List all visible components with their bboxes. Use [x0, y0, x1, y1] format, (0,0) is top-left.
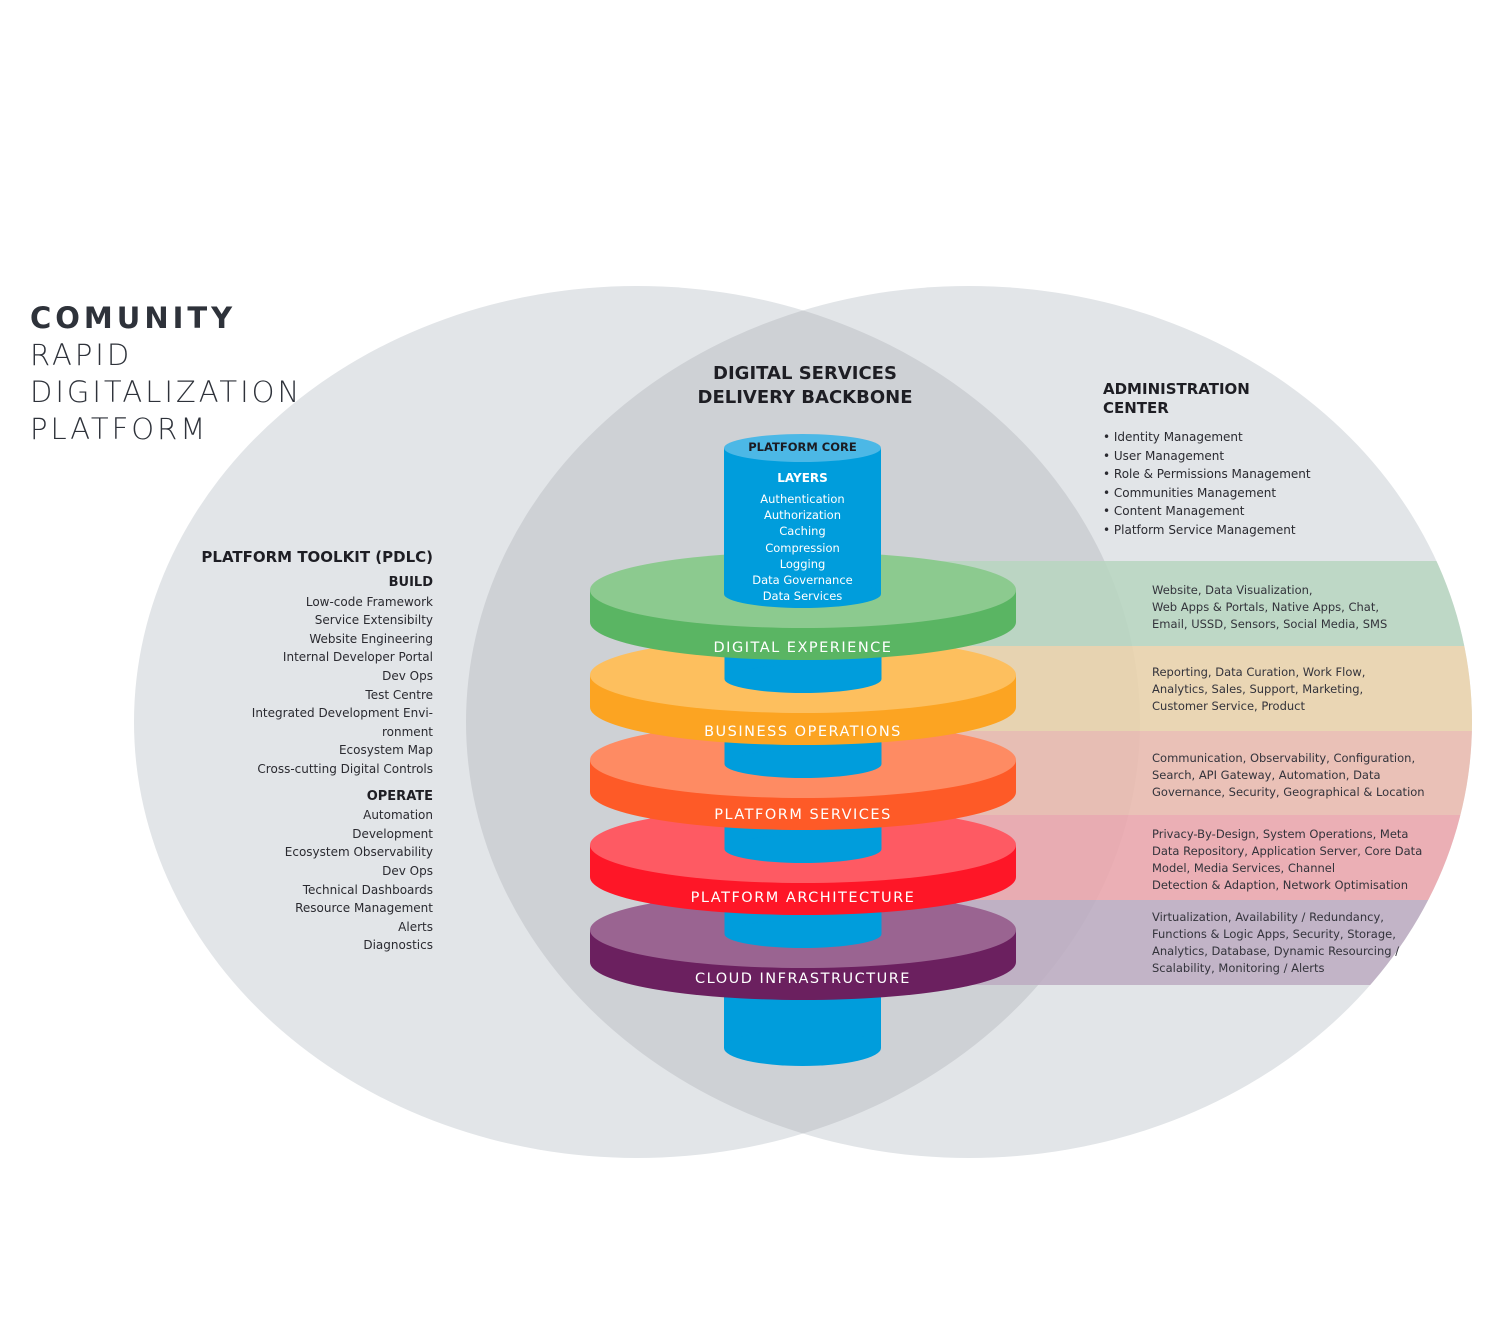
layer-detail-line: Model, Media Services, Channel — [1152, 861, 1336, 875]
band-platform-services — [940, 731, 1472, 815]
core-segment — [724, 920, 882, 948]
backbone-line-2: DELIVERY BACKBONE — [697, 387, 913, 408]
title-line-1: COMUNITY — [30, 301, 237, 335]
list-item: • Content Management — [1103, 504, 1245, 518]
platform-core-top — [724, 434, 881, 608]
list-item: ronment — [382, 724, 433, 739]
layer-detail-line: Governance, Security, Geographical & Loc… — [1152, 785, 1425, 799]
operate-heading: OPERATE — [366, 788, 433, 804]
list-item: Authentication — [760, 492, 845, 506]
layer-detail-line: Reporting, Data Curation, Work Flow, — [1152, 665, 1366, 679]
layer-label: DIGITAL EXPERIENCE — [713, 640, 893, 656]
list-item: Integrated Development Envi- — [251, 706, 433, 721]
band-digital-experience — [940, 561, 1472, 646]
layer-details: Privacy-By-Design, System Operations, Me… — [1152, 826, 1452, 894]
list-item: • Role & Permissions Management — [1103, 467, 1311, 481]
list-item: Ecosystem Map — [338, 743, 433, 758]
layer-disk-business-operations — [590, 635, 1016, 745]
title-line-2: RAPID — [30, 338, 133, 372]
layer-details: Website, Data Visualization, Web Apps & P… — [1152, 582, 1452, 633]
list-item: Caching — [779, 524, 826, 539]
admin-heading-line-1: ADMINISTRATION — [1103, 380, 1250, 398]
list-item: • Communities Management — [1103, 485, 1277, 500]
band-platform-architecture — [940, 815, 1472, 900]
layer-label: PLATFORM SERVICES — [714, 807, 892, 823]
layers-heading: LAYERS — [777, 471, 828, 485]
layer-detail-line: Email, USSD, Sensors, Social Media, SMS — [1152, 617, 1388, 631]
core-top-face — [724, 434, 881, 462]
list-item: Development — [352, 826, 433, 841]
list-item: Authorization — [763, 508, 842, 523]
layer-label: BUSINESS OPERATIONS — [704, 724, 902, 740]
layer-bands — [940, 561, 1472, 985]
layer-disk-digital-experience — [590, 552, 1016, 660]
build-heading: BUILD — [388, 575, 433, 590]
layer-detail-line: Data Repository, Application Server, Cor… — [1152, 844, 1423, 858]
admin-heading-line-2: CENTER — [1103, 399, 1169, 417]
core-segment — [724, 665, 882, 693]
list-item: Dev Ops — [382, 668, 433, 683]
list-item: Alerts — [398, 919, 433, 934]
administration-center: ADMINISTRATION CENTER • Identity Managem… — [1103, 380, 1363, 539]
layer-label: PLATFORM ARCHITECTURE — [690, 890, 916, 906]
platform-toolkit: PLATFORM TOOLKIT (PDLC) BUILD Low-code F… — [150, 548, 433, 955]
list-item: Ecosystem Observability — [284, 845, 433, 860]
layer-detail-line: Virtualization, Availability / Redundanc… — [1152, 910, 1384, 924]
admin-heading: ADMINISTRATION CENTER — [1103, 380, 1363, 418]
title-line-3: DIGITALIZATION — [30, 375, 303, 409]
layer-detail-line: Communication, Observability, Configurat… — [1152, 751, 1416, 765]
layer-details: Virtualization, Availability / Redundanc… — [1152, 909, 1452, 977]
list-item: Data Governance — [752, 573, 853, 588]
list-item: Low-code Framework — [305, 594, 433, 609]
list-item: Resource Management — [295, 901, 433, 916]
list-item: Service Extensibilty — [314, 613, 433, 628]
list-item: Website Engineering — [309, 631, 433, 646]
page-title: COMUNITY RAPID DIGITALIZATION PLATFORM — [30, 300, 302, 448]
layer-detail-line: Web Apps & Portals, Native Apps, Chat, — [1152, 600, 1379, 614]
backbone-heading: DIGITAL SERVICES DELIVERY BACKBONE — [680, 362, 930, 410]
title-line-4: PLATFORM — [30, 412, 209, 446]
layer-details: Communication, Observability, Configurat… — [1152, 750, 1452, 801]
list-item: Automation — [363, 808, 433, 823]
backbone-line-1: DIGITAL SERVICES — [713, 363, 897, 384]
layer-detail-line: Customer Service, Product — [1152, 699, 1305, 713]
core-segment — [724, 835, 882, 863]
layer-detail-line: Analytics, Sales, Support, Marketing, — [1152, 682, 1364, 696]
layer-detail-line: Detection & Adaption, Network Optimisati… — [1152, 878, 1408, 892]
list-item: Cross-cutting Digital Controls — [257, 761, 433, 776]
list-item: Test Centre — [365, 687, 433, 702]
layer-detail-line: Functions & Logic Apps, Security, Storag… — [1152, 927, 1396, 941]
list-item: Diagnostics — [363, 938, 433, 953]
layer-detail-line: Analytics, Database, Dynamic Resourcing … — [1152, 944, 1400, 958]
layer-detail-line: Website, Data Visualization, — [1152, 583, 1313, 597]
list-item: • Platform Service Management — [1103, 522, 1296, 537]
admin-list: • Identity Management • User Management • … — [1103, 428, 1363, 539]
list-item: • Identity Management — [1103, 430, 1243, 444]
list-item: • User Management — [1103, 448, 1225, 463]
band-business-operations — [940, 646, 1472, 731]
list-item: Compression — [765, 540, 840, 555]
layer-details: Reporting, Data Curation, Work Flow, Anal… — [1152, 664, 1452, 715]
layer-detail-line: Privacy-By-Design, System Operations, Me… — [1152, 827, 1409, 841]
core-segment — [724, 750, 882, 778]
layer-detail-line: Search, API Gateway, Automation, Data — [1152, 768, 1381, 782]
list-item: Logging — [779, 556, 826, 571]
platform-core-title: PLATFORM CORE — [748, 440, 857, 454]
toolkit-heading: PLATFORM TOOLKIT (PDLC) — [201, 548, 433, 566]
list-item: Technical Dashboards — [302, 882, 433, 897]
layer-label: CLOUD INFRASTRUCTURE — [695, 971, 911, 987]
layer-detail-line: Scalability, Monitoring / Alerts — [1152, 961, 1325, 975]
list-item: Data Services — [762, 589, 843, 604]
list-item: Internal Developer Portal — [282, 650, 433, 665]
list-item: Dev Ops — [382, 863, 433, 878]
